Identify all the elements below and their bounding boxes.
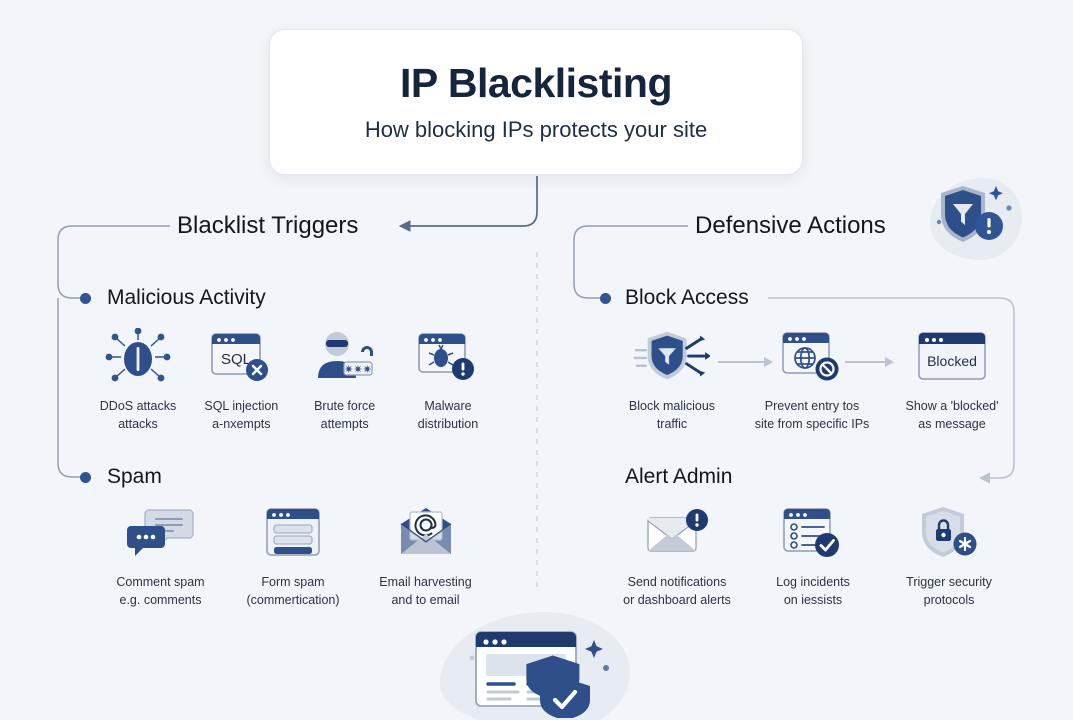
item-caption: DDoS attacks attacks bbox=[99, 399, 177, 432]
item-email-harvesting: Email harvesting and to email bbox=[363, 502, 488, 609]
malicious-items-row: DDoS attacks attacks SQL SQL injection a… bbox=[88, 326, 498, 433]
item-comment-spam: Comment spam e.g. comments bbox=[98, 502, 223, 609]
alert-items-row: Send notifications or dashboard alerts bbox=[612, 502, 1014, 609]
page-title: IP Blacklisting bbox=[399, 59, 673, 106]
blocked-window-text: Blocked bbox=[927, 353, 977, 369]
bullet-dot-block bbox=[600, 293, 611, 304]
shield-filter-alert-icon bbox=[936, 186, 1012, 242]
item-form-spam: Form spam (commertication) bbox=[231, 502, 356, 609]
item-caption: Brute force attempts bbox=[314, 399, 376, 432]
title-card: IP Blacklisting How blocking IPs protect… bbox=[269, 29, 803, 175]
group-heading-block: Block Access bbox=[625, 286, 749, 309]
spam-items-row: Comment spam e.g. comments Form spam (co… bbox=[98, 502, 488, 609]
item-caption: Trigger security protocols bbox=[906, 575, 992, 608]
svg-text:✷✷✷: ✷✷✷ bbox=[344, 364, 372, 376]
item-caption: Send notifications or dashboard alerts bbox=[623, 575, 731, 608]
branch-title-right: Defensive Actions bbox=[695, 212, 886, 239]
envelope-alert-icon bbox=[639, 502, 715, 564]
globe-blocked-icon bbox=[774, 326, 850, 388]
block-items-row: Block malicious traffic bbox=[612, 326, 1012, 433]
bullet-dot-malicious bbox=[80, 293, 91, 304]
email-at-icon bbox=[388, 502, 464, 564]
group-heading-alert: Alert Admin bbox=[625, 465, 733, 488]
item-log-incidents: Log incidents on iessists bbox=[748, 502, 878, 609]
item-caption: Malware distribution bbox=[417, 399, 479, 432]
browser-shield-check-icon bbox=[470, 631, 609, 718]
item-caption: SQL injection a-nxempts bbox=[204, 399, 279, 432]
item-ddos: DDoS attacks attacks bbox=[88, 326, 188, 433]
shield-filter-icon bbox=[634, 326, 710, 388]
bug-network-icon bbox=[100, 326, 176, 388]
shield-lock-icon bbox=[911, 502, 987, 564]
item-caption: Block malicious traffic bbox=[628, 399, 716, 432]
group-heading-malicious: Malicious Activity bbox=[107, 286, 266, 309]
group-heading-spam: Spam bbox=[107, 465, 162, 488]
item-prevent-entry: Prevent entry tos site from specific IPs bbox=[752, 326, 872, 433]
item-caption: Email harvesting and to email bbox=[379, 575, 472, 608]
blocked-window-icon: Blocked bbox=[914, 326, 990, 388]
item-caption: Comment spam e.g. comments bbox=[116, 575, 205, 608]
item-caption: Log incidents on iessists bbox=[776, 575, 850, 608]
page-subtitle: How blocking IPs protects your site bbox=[364, 116, 708, 142]
item-send-notifications: Send notifications or dashboard alerts bbox=[612, 502, 742, 609]
svg-text:SQL: SQL bbox=[221, 351, 251, 368]
item-blocked-message: Blocked Show a 'blocked' as message bbox=[892, 326, 1012, 433]
log-check-icon bbox=[775, 502, 851, 564]
item-malware: Malware distribution bbox=[398, 326, 498, 433]
item-caption: Show a 'blocked' as message bbox=[905, 399, 999, 432]
bullet-dot-spam bbox=[80, 472, 91, 483]
item-trigger-protocols: Trigger security protocols bbox=[884, 502, 1014, 609]
hacker-password-icon: ✷✷✷ bbox=[307, 326, 383, 388]
comment-bubbles-icon bbox=[123, 502, 199, 564]
item-sql-injection: SQL SQL injection a-nxempts bbox=[191, 326, 291, 433]
item-brute-force: ✷✷✷ Brute force attempts bbox=[295, 326, 395, 433]
item-block-traffic: Block malicious traffic bbox=[612, 326, 732, 433]
form-window-icon bbox=[255, 502, 331, 564]
item-caption: Prevent entry tos site from specific IPs bbox=[754, 399, 870, 432]
branch-title-left: Blacklist Triggers bbox=[177, 212, 359, 239]
sql-injection-icon: SQL bbox=[203, 326, 279, 388]
item-caption: Form spam (commertication) bbox=[246, 575, 340, 608]
malware-browser-icon bbox=[410, 326, 486, 388]
